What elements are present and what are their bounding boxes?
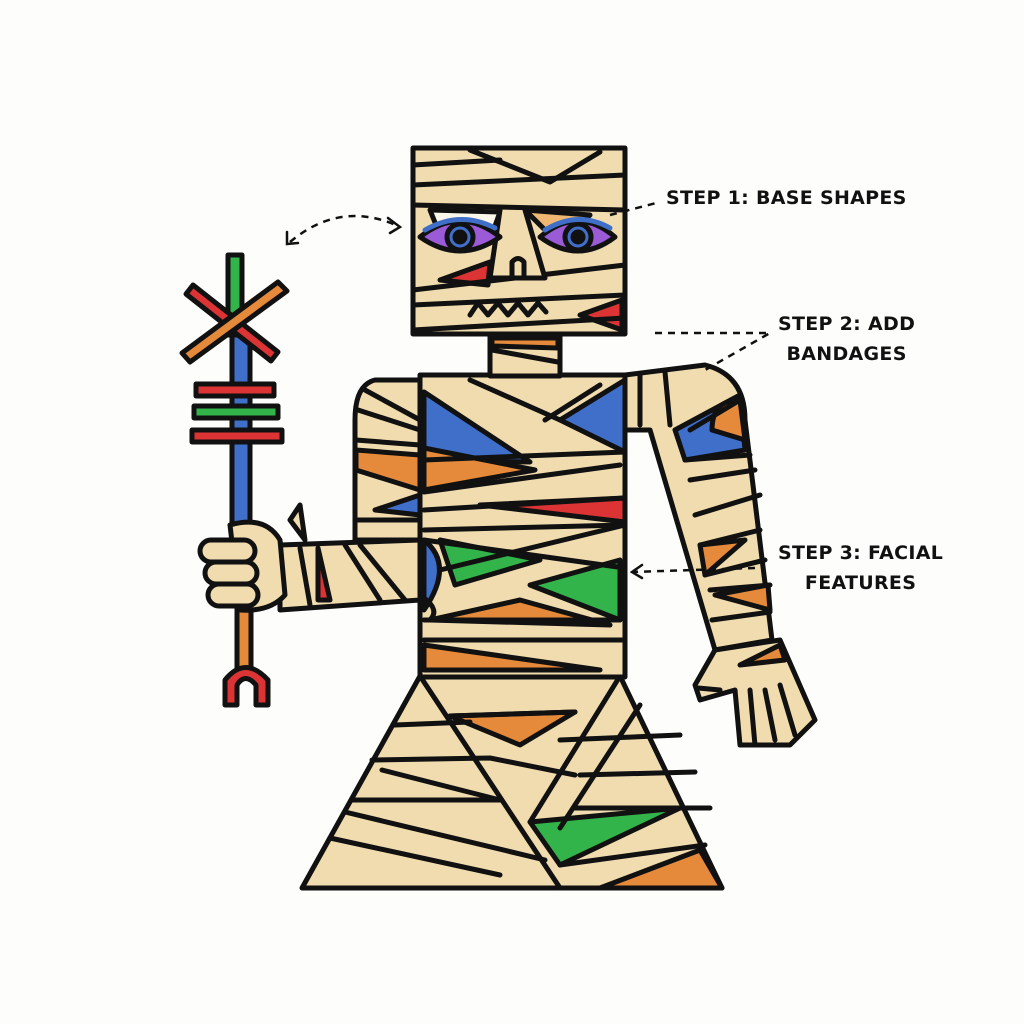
annotation-step-2-line2: BANDAGES (786, 343, 907, 365)
lower-body (299, 673, 725, 891)
staff-band-2 (191, 403, 281, 421)
step1-leader (609, 200, 661, 217)
head (410, 145, 628, 337)
staff-cross-orange (179, 279, 290, 365)
annotation-step-1-text: STEP 1: BASE SHAPES (666, 187, 907, 209)
right-arm (622, 362, 818, 748)
staff-fork-base (222, 665, 271, 708)
arrowheads (285, 216, 644, 580)
left-hand (197, 519, 288, 613)
neck (487, 331, 563, 379)
staff-band-1 (193, 381, 277, 399)
right-eye (537, 217, 618, 254)
annotation-leaders (289, 200, 775, 574)
left-eye (417, 217, 503, 254)
staff (179, 252, 290, 708)
annotation-step-2: STEP 2: ADD BANDAGES (778, 309, 915, 369)
zigzag-mouth (467, 300, 549, 318)
annotation-step-1: STEP 1: BASE SHAPES (666, 183, 907, 213)
left-arm (277, 377, 423, 613)
annotation-step-3-line2: FEATURES (804, 572, 917, 594)
curved-double-arrow (289, 214, 399, 243)
annotation-step-2-line1: STEP 2: ADD (778, 313, 916, 335)
annotation-step-3-line1: STEP 3: FACIAL (778, 542, 944, 564)
annotation-step-3: STEP 3: FACIAL FEATURES (778, 538, 943, 598)
step2-leader (655, 331, 775, 372)
nose-nostril (509, 256, 527, 281)
torso (417, 372, 628, 680)
staff-band-3 (189, 427, 285, 445)
